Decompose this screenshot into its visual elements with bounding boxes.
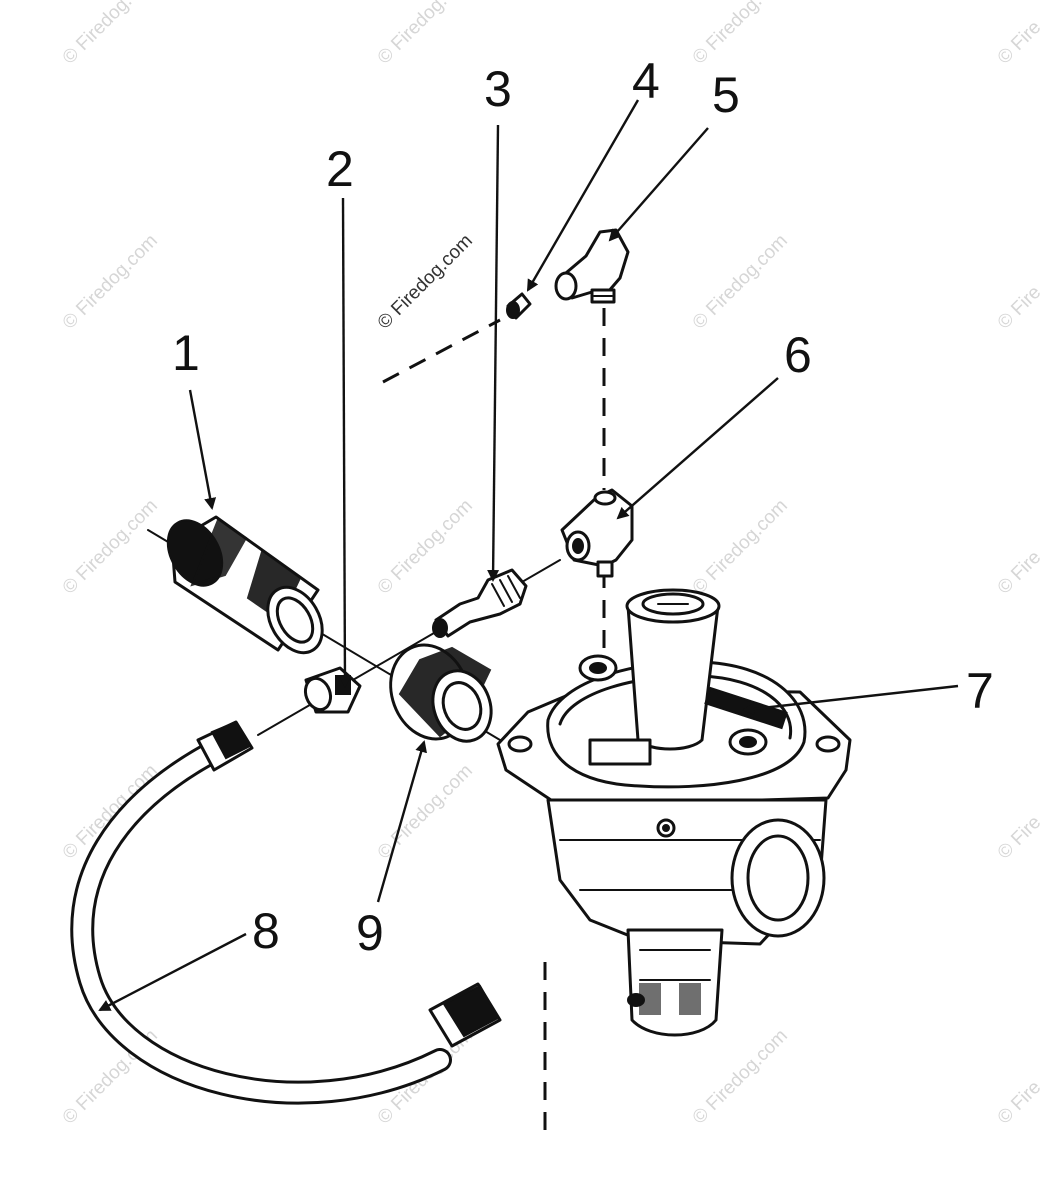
watermark-text-dark: © Firedog.com [374,230,477,333]
callout-4: 4 [632,53,660,109]
small-nipple-part [506,292,532,320]
watermark-text: © Firedog.com [689,495,792,598]
watermark-text: © Firedog.com [689,0,792,69]
watermark-text: © Fire [994,282,1046,334]
leader-1 [188,389,217,510]
leader-4 [526,99,640,292]
watermark-text: © Firedog.com [59,0,162,69]
leader-9 [376,740,428,903]
watermark-text: © Firedog.com [59,230,162,333]
watermark-text: © Firedog.com [374,0,477,69]
watermark-text: © Fire [994,812,1046,864]
callout-labels: 1 2 3 4 5 6 7 8 9 [172,53,994,961]
bushing-part [389,643,493,743]
orifice-fitting-part [432,568,528,638]
callout-9: 9 [356,905,384,961]
leader-2 [338,197,351,688]
leader-6 [616,377,779,520]
leader-3 [487,124,500,582]
tee-fitting-part [560,488,634,578]
watermark-text: © Fire [994,1077,1046,1129]
callout-3: 3 [484,61,512,117]
callout-1: 1 [172,325,200,381]
watermark-text: © Firedog.com [689,1025,792,1128]
watermark-text: © Fire [994,547,1046,599]
street-elbow-part [554,228,630,304]
watermark-text: © Firedog.com [374,760,477,863]
callout-8: 8 [252,903,280,959]
watermark-text: © Firedog.com [59,495,162,598]
callout-2: 2 [326,141,354,197]
leader-8 [98,932,247,1012]
leader-lines [98,99,959,1012]
callout-6: 6 [784,327,812,383]
watermark-text: © Fire [994,17,1046,69]
leader-5 [608,127,709,242]
callout-7: 7 [966,663,994,719]
flex-hose-part [70,720,502,1105]
gas-valve-part [496,588,852,1037]
callout-5: 5 [712,67,740,123]
leader-7 [742,684,959,715]
watermark-text: © Firedog.com [689,230,792,333]
compression-nut-part [303,666,362,714]
watermark-text: © Firedog.com [374,495,477,598]
pipe-nipple-part [166,515,324,655]
